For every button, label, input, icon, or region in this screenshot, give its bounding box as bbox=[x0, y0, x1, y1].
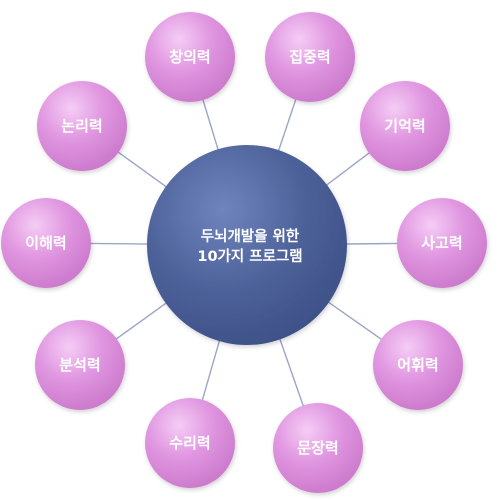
skill-node-circle bbox=[35, 320, 125, 410]
center-label-line-2: 10가지 프로그램 bbox=[197, 247, 302, 265]
skill-node-circle bbox=[360, 81, 450, 171]
skill-node-label: 논리력 bbox=[61, 117, 102, 135]
skill-node: 문장력 bbox=[273, 403, 363, 493]
connector-line bbox=[326, 300, 384, 341]
skill-node: 이해력 bbox=[1, 198, 91, 288]
skill-node-circle bbox=[397, 198, 487, 288]
connector-lines bbox=[88, 97, 400, 408]
skill-node: 사고력 bbox=[397, 198, 487, 288]
skill-node-circle bbox=[37, 81, 127, 171]
skill-node: 집중력 bbox=[265, 12, 355, 102]
connector-line bbox=[116, 150, 168, 189]
skill-node-label: 기억력 bbox=[384, 117, 425, 135]
skill-node-label: 창의력 bbox=[169, 48, 210, 66]
center-label-line-1: 두뇌개발을 위한 bbox=[201, 228, 300, 245]
skill-node-label: 이해력 bbox=[25, 234, 66, 252]
skill-node-circle bbox=[373, 320, 463, 410]
skill-node: 어휘력 bbox=[373, 320, 463, 410]
skill-node-label: 분석력 bbox=[59, 356, 100, 374]
connector-line bbox=[201, 97, 220, 152]
skill-node-circle bbox=[1, 198, 91, 288]
skill-node-circle bbox=[273, 403, 363, 493]
connector-line bbox=[278, 337, 305, 408]
connector-line bbox=[201, 338, 221, 402]
skill-node-circle bbox=[145, 12, 235, 102]
skill-node-label: 집중력 bbox=[289, 48, 330, 66]
skill-node-label: 사고력 bbox=[421, 234, 462, 252]
skill-node-label: 어휘력 bbox=[397, 356, 438, 374]
skill-node-circle bbox=[265, 12, 355, 102]
skill-node: 창의력 bbox=[145, 12, 235, 102]
connector-line bbox=[114, 301, 168, 341]
center-circle bbox=[147, 145, 347, 345]
skill-node: 수리력 bbox=[145, 398, 235, 488]
connector-line bbox=[324, 151, 372, 187]
skill-node-circle bbox=[145, 398, 235, 488]
skill-node: 기억력 bbox=[360, 81, 450, 171]
skill-node: 분석력 bbox=[35, 320, 125, 410]
skill-node: 논리력 bbox=[37, 81, 127, 171]
center-node: 두뇌개발을 위한 10가지 프로그램 bbox=[147, 145, 347, 345]
skill-node-label: 문장력 bbox=[297, 439, 338, 457]
connector-line bbox=[344, 242, 400, 245]
connector-line bbox=[277, 97, 298, 153]
skill-node-label: 수리력 bbox=[169, 434, 210, 452]
connector-line bbox=[88, 242, 150, 245]
